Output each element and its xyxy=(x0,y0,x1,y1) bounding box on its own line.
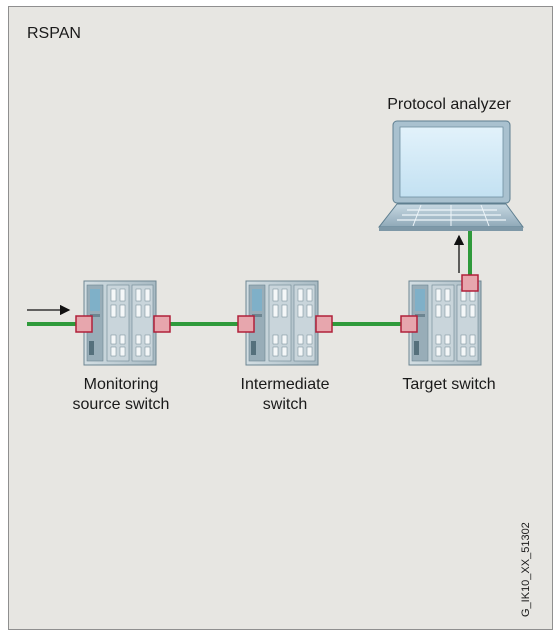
port-target-mirror xyxy=(461,274,479,292)
port-intermediate-in xyxy=(237,315,255,333)
switch-icon xyxy=(83,280,157,366)
source-switch-label-line2: source switch xyxy=(73,396,170,413)
figure-id: G_IK10_XX_51302 xyxy=(520,522,532,617)
port-source-in xyxy=(75,315,93,333)
port-source-out xyxy=(153,315,171,333)
port-intermediate-out xyxy=(315,315,333,333)
laptop-icon xyxy=(377,120,524,231)
switch-ports xyxy=(75,274,479,333)
target-switch-label: Target switch xyxy=(402,376,495,393)
switch-icon xyxy=(408,280,482,366)
diagram-frame: RSPAN Protocol analyzer xyxy=(8,6,553,630)
intermediate-switch-label-line2: switch xyxy=(263,396,307,413)
rspan-diagram: RSPAN Protocol analyzer xyxy=(27,25,532,617)
intermediate-switch-label-line1: Intermediate xyxy=(241,376,330,393)
diagram-title: RSPAN xyxy=(27,25,81,42)
switch-icon xyxy=(245,280,319,366)
analyzer-label: Protocol analyzer xyxy=(387,96,511,113)
port-target-in xyxy=(400,315,418,333)
source-switch-label-line1: Monitoring xyxy=(84,376,159,393)
